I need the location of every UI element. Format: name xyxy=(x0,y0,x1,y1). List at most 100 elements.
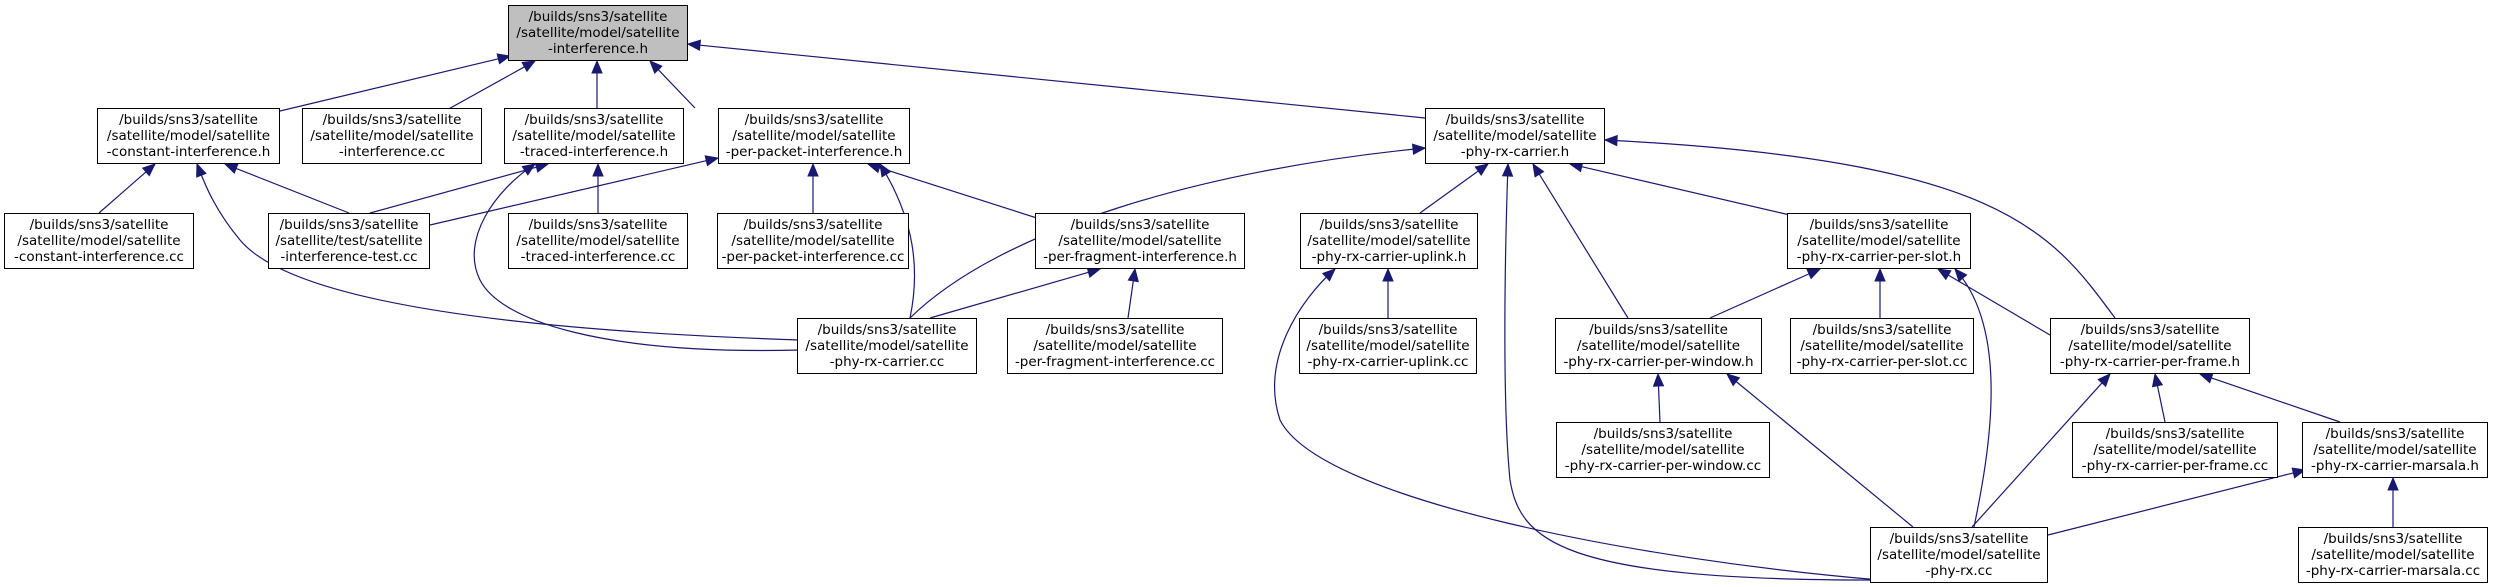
edge-phy_rx_cc-to-marsala_h xyxy=(2047,472,2294,536)
node-label-line: /satellite/model/satellite xyxy=(17,233,181,249)
node-traced-h[interactable]: /builds/sns3/satellite /satellite/model/… xyxy=(504,108,684,164)
node-label-line: /builds/sns3/satellite xyxy=(2080,322,2220,338)
node-label-line: /builds/sns3/satellite xyxy=(1889,531,2029,547)
node-marsala-h[interactable]: /builds/sns3/satellite /satellite/model/… xyxy=(2302,422,2488,478)
edge-arrowhead xyxy=(1127,267,1139,283)
node-traced-cc[interactable]: /builds/sns3/satellite /satellite/model/… xyxy=(508,213,688,269)
node-label-line: /builds/sns3/satellite xyxy=(817,322,957,338)
node-label-line: -phy-rx.cc xyxy=(1925,563,1993,579)
node-label-line: /builds/sns3/satellite xyxy=(2105,426,2245,442)
edge-arrowhead xyxy=(2198,372,2214,384)
node-constant-h[interactable]: /builds/sns3/satellite /satellite/model/… xyxy=(97,108,280,164)
node-label-line: /satellite/test/satellite xyxy=(275,233,423,249)
node-phy-rx-carrier-h[interactable]: /builds/sns3/satellite /satellite/model/… xyxy=(1425,108,1605,164)
edge-per_packet_h-to-sat_interference_h xyxy=(657,69,696,109)
edge-per_slot_h-to-phy_rx_carrier_h xyxy=(1581,166,1791,216)
edge-marsala_h-to-per_frame_h xyxy=(2211,377,2341,423)
node-marsala-cc[interactable]: /builds/sns3/satellite /satellite/model/… xyxy=(2298,527,2488,583)
node-label-line: /builds/sns3/satellite xyxy=(1070,217,1210,233)
edge-arrowhead xyxy=(2291,467,2307,479)
edge-phy_rx_cc-to-per_slot_h xyxy=(1954,268,1992,528)
edge-constant_h-to-sat_interference_h xyxy=(279,58,499,112)
node-per-slot-h[interactable]: /builds/sns3/satellite /satellite/model/… xyxy=(1787,213,1971,269)
node-label-line: -constant-interference.h xyxy=(106,144,271,160)
node-per-packet-cc[interactable]: /builds/sns3/satellite /satellite/model/… xyxy=(717,213,909,269)
node-phy-rx-carrier-cc[interactable]: /builds/sns3/satellite /satellite/model/… xyxy=(797,318,977,374)
node-label-line: /builds/sns3/satellite xyxy=(322,112,462,128)
node-label-line: -phy-rx-carrier-uplink.h xyxy=(1311,249,1467,265)
edge-phy_rx_carrier_cc-to-phy_rx_carrier_h xyxy=(909,147,1426,319)
edge-arrowhead xyxy=(866,162,882,174)
edge-phy_rx_carrier_h-to-sat_interference_h xyxy=(699,44,1426,119)
node-label-line: -phy-rx-carrier-marsala.h xyxy=(2311,458,2479,474)
edge-arrowhead xyxy=(1725,373,1741,387)
node-label-line: /builds/sns3/satellite xyxy=(743,217,883,233)
node-label-line: /builds/sns3/satellite xyxy=(1045,322,1185,338)
edge-phy_rx_carrier_cc-to-per_fragment_h xyxy=(929,271,1089,319)
node-per-frame-cc[interactable]: /builds/sns3/satellite /satellite/model/… xyxy=(2072,422,2278,478)
node-label-line: -phy-rx-carrier-per-slot.cc xyxy=(1796,354,1968,370)
node-label-line: /builds/sns3/satellite xyxy=(29,217,169,233)
node-label-line: /satellite/model/satellite xyxy=(310,128,474,144)
node-label-line: /satellite/model/satellite xyxy=(1033,338,1197,354)
edge-arrowhead xyxy=(1652,372,1665,387)
edge-arrowhead xyxy=(704,155,720,167)
node-label-line: /satellite/model/satellite xyxy=(1307,233,1471,249)
node-label-line: /satellite/model/satellite xyxy=(2311,547,2475,563)
node-label-line: /satellite/model/satellite xyxy=(2093,442,2257,458)
node-uplink-cc[interactable]: /builds/sns3/satellite /satellite/model/… xyxy=(1299,318,1477,374)
edge-arrowhead xyxy=(1936,268,1952,281)
node-label-line: -per-packet-interference.h xyxy=(725,144,903,160)
node-label-line: /builds/sns3/satellite xyxy=(279,217,419,233)
node-per-packet-h[interactable]: /builds/sns3/satellite /satellite/model/… xyxy=(718,108,910,164)
edge-per_frame_h-to-per_slot_h xyxy=(1948,274,2051,336)
edge-arrowhead xyxy=(1603,134,1618,147)
edge-phy_rx_cc-to-per_frame_h xyxy=(1971,382,2103,528)
node-per-frame-h[interactable]: /builds/sns3/satellite /satellite/model/… xyxy=(2050,318,2250,374)
edge-arrowhead xyxy=(2387,476,2399,491)
node-per-fragment-cc[interactable]: /builds/sns3/satellite /satellite/model/… xyxy=(1007,318,1223,374)
node-phy-rx-cc[interactable]: /builds/sns3/satellite /satellite/model/… xyxy=(1870,527,2048,583)
node-label-line: /satellite/model/satellite xyxy=(732,128,896,144)
edge-arrowhead xyxy=(1954,268,1968,283)
edge-per_window_h-to-per_slot_h xyxy=(1709,273,1810,319)
edge-phy_rx_carrier_cc-to-per_packet_h xyxy=(879,163,916,319)
node-interference-test-cc[interactable]: /builds/sns3/satellite /satellite/test/s… xyxy=(268,213,430,269)
node-label-line: /builds/sns3/satellite xyxy=(1809,217,1949,233)
node-label-line: -phy-rx-carrier.h xyxy=(1460,144,1570,160)
edge-arrowhead xyxy=(196,162,207,178)
node-uplink-h[interactable]: /builds/sns3/satellite /satellite/model/… xyxy=(1300,213,1478,269)
edge-arrowhead xyxy=(1411,143,1427,155)
node-label-line: -phy-rx-carrier-marsala.cc xyxy=(2305,563,2481,579)
edge-arrowhead xyxy=(879,162,892,178)
node-label-line: -traced-interference.cc xyxy=(520,249,676,265)
node-label-line: -constant-interference.cc xyxy=(14,249,184,265)
node-constant-cc[interactable]: /builds/sns3/satellite /satellite/model/… xyxy=(4,213,194,269)
node-per-window-h[interactable]: /builds/sns3/satellite /satellite/model/… xyxy=(1555,318,1762,374)
edge-arrowhead xyxy=(649,60,663,75)
node-label-line: -interference.h xyxy=(547,41,649,57)
node-label-line: /satellite/model/satellite xyxy=(1800,338,1964,354)
node-label-line: /builds/sns3/satellite xyxy=(744,112,884,128)
edge-phy_rx_cc-to-phy_rx_carrier_h xyxy=(1504,163,1871,581)
edge-arrowhead xyxy=(686,39,702,51)
node-label-line: /builds/sns3/satellite xyxy=(1589,322,1728,338)
edge-phy_rx_carrier_cc-to-traced_h xyxy=(473,163,801,352)
edge-arrowhead xyxy=(2151,372,2164,388)
edge-arrowhead xyxy=(1382,267,1394,282)
edge-per_window_cc-to-per_window_h xyxy=(1657,385,1661,423)
node-per-slot-cc[interactable]: /builds/sns3/satellite /satellite/model/… xyxy=(1790,318,1974,374)
node-label-line: /satellite/model/satellite xyxy=(1581,442,1745,458)
node-interference-cc[interactable]: /builds/sns3/satellite /satellite/model/… xyxy=(302,108,482,164)
node-label-line: /satellite/model/satellite xyxy=(1058,233,1222,249)
node-sat-interference-h[interactable]: /builds/sns3/satellite /satellite/model/… xyxy=(508,5,688,61)
node-label-line: -phy-rx-carrier-per-frame.h xyxy=(2059,354,2241,370)
node-label-line: /satellite/model/satellite xyxy=(106,128,271,144)
edge-interference_cc-to-sat_interference_h xyxy=(444,66,525,112)
node-per-window-cc[interactable]: /builds/sns3/satellite /satellite/model/… xyxy=(1556,422,1770,478)
node-label-line: /satellite/model/satellite xyxy=(1306,338,1470,354)
edge-arrowhead xyxy=(1806,268,1822,280)
node-label-line: /satellite/model/satellite xyxy=(805,338,969,354)
edge-arrowhead xyxy=(1474,163,1490,176)
node-per-fragment-h[interactable]: /builds/sns3/satellite /satellite/model/… xyxy=(1035,213,1245,269)
